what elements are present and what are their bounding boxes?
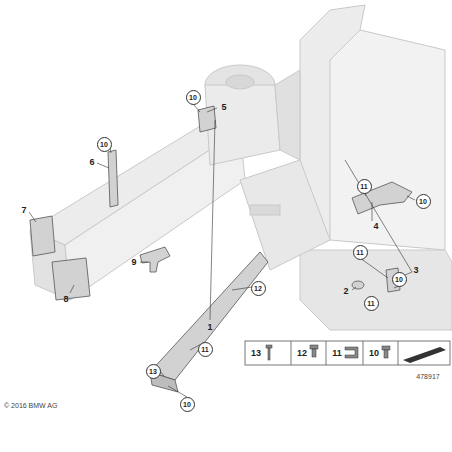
washer-2 [352,281,364,289]
callout-number: 10 [186,90,201,105]
callout-number: 11 [353,245,368,260]
bracket-5 [198,106,216,132]
callout-number: 10 [369,349,379,358]
callout-number: 1 [207,323,212,332]
callout-number: 10 [416,194,431,209]
plate-7 [30,216,55,256]
callout-number: 5 [221,103,226,112]
callout-number: 11 [332,349,342,358]
callout-number: 4 [373,222,378,231]
callout-number: 10 [392,272,407,287]
callout-number: 3 [413,266,418,275]
callout-number: 8 [63,295,68,304]
callout-number: 11 [357,179,372,194]
leader-lines [29,104,415,397]
callout-number: 11 [364,296,379,311]
plate-8 [52,258,90,300]
callout-number: 13 [251,349,261,358]
callout-number: 7 [21,206,26,215]
fastener-table [245,341,450,365]
callout-number: 12 [297,349,307,358]
callout-number: 11 [198,342,213,357]
bracket-6 [108,150,118,207]
callout-number: 10 [97,137,112,152]
note-text: 478917 [416,373,439,380]
callout-number: 2 [343,287,348,296]
callout-number: 6 [89,158,94,167]
bracket-9 [140,247,170,272]
callout-number: 9 [131,258,136,267]
parts [30,106,412,392]
note-text: © 2016 BMW AG [4,402,57,409]
callout-number: 10 [180,397,195,412]
callout-number: 12 [251,281,266,296]
callout-number: 13 [146,364,161,379]
